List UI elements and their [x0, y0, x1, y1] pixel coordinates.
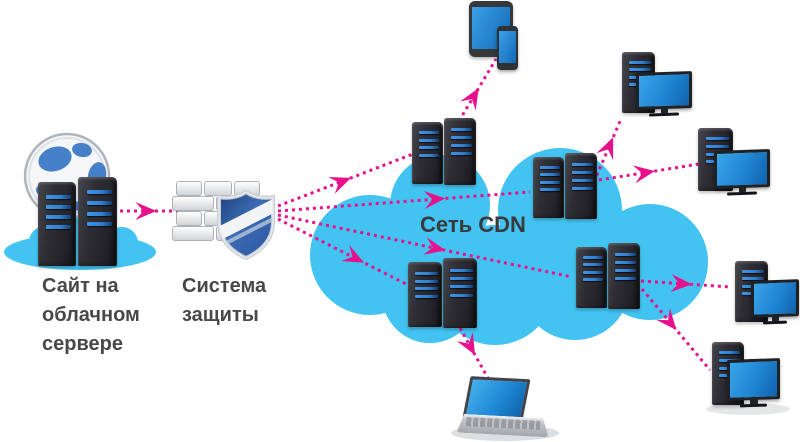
monitor-icon: [714, 149, 770, 196]
laptop-icon: [456, 376, 551, 441]
arrowhead-icon: [596, 137, 614, 161]
arrowhead-icon: [423, 237, 446, 255]
arrow-firewall-to-cdn-server-middle: [277, 190, 531, 213]
cdn-cloud-shape: [310, 148, 708, 345]
brick-wall-icon: [171, 180, 261, 242]
server-tower-icon: [38, 182, 76, 266]
arrow-cdn-server-bottom-to-laptop: [457, 327, 491, 381]
arrow-firewall-to-cdn-server-top: [277, 152, 414, 208]
firewall-label: Система защиты: [182, 275, 267, 326]
arrow-cdn-server-right-to-desktop-3: [640, 274, 732, 292]
laptop-keyboard: [457, 414, 550, 438]
server-tower-icon: [412, 122, 443, 184]
server-tower-icon: [443, 258, 477, 328]
origin-label: Сайт на облачном сервере: [42, 275, 140, 355]
arrowhead-icon: [656, 308, 677, 331]
monitor-icon: [727, 358, 780, 408]
arrowhead-icon: [328, 176, 352, 194]
arrow-firewall-to-cdn-server-bottom: [277, 217, 407, 286]
server-tower-icon: [565, 153, 597, 219]
arrowhead-icon: [341, 245, 364, 263]
server-tower-icon: [78, 177, 117, 266]
arrowhead-icon: [670, 274, 692, 292]
arrow-cdn-server-right-to-desktop-4: [640, 288, 712, 371]
cdn-label: Сеть CDN: [420, 212, 526, 237]
server-tower-icon: [576, 247, 607, 308]
server-tower-icon: [608, 243, 640, 309]
server-tower-icon: [408, 262, 442, 327]
arrow-cdn-server-top-to-tablet-phone: [457, 58, 498, 122]
laptop-screen: [462, 376, 531, 421]
arrow-cdn-server-middle-to-desktop-2: [598, 162, 700, 184]
smartphone-icon: [497, 26, 518, 70]
monitor-icon: [751, 279, 799, 325]
monitor-icon: [636, 71, 692, 117]
server-tower-icon: [533, 157, 564, 218]
arrowhead-icon: [460, 87, 479, 111]
arrowhead-icon: [423, 190, 446, 209]
arrowhead-icon: [457, 332, 476, 356]
server-tower-icon: [444, 118, 476, 185]
arrowhead-icon: [135, 202, 157, 220]
arrow-cdn-server-middle-to-desktop-1: [592, 118, 623, 183]
arrowhead-icon: [632, 165, 655, 184]
